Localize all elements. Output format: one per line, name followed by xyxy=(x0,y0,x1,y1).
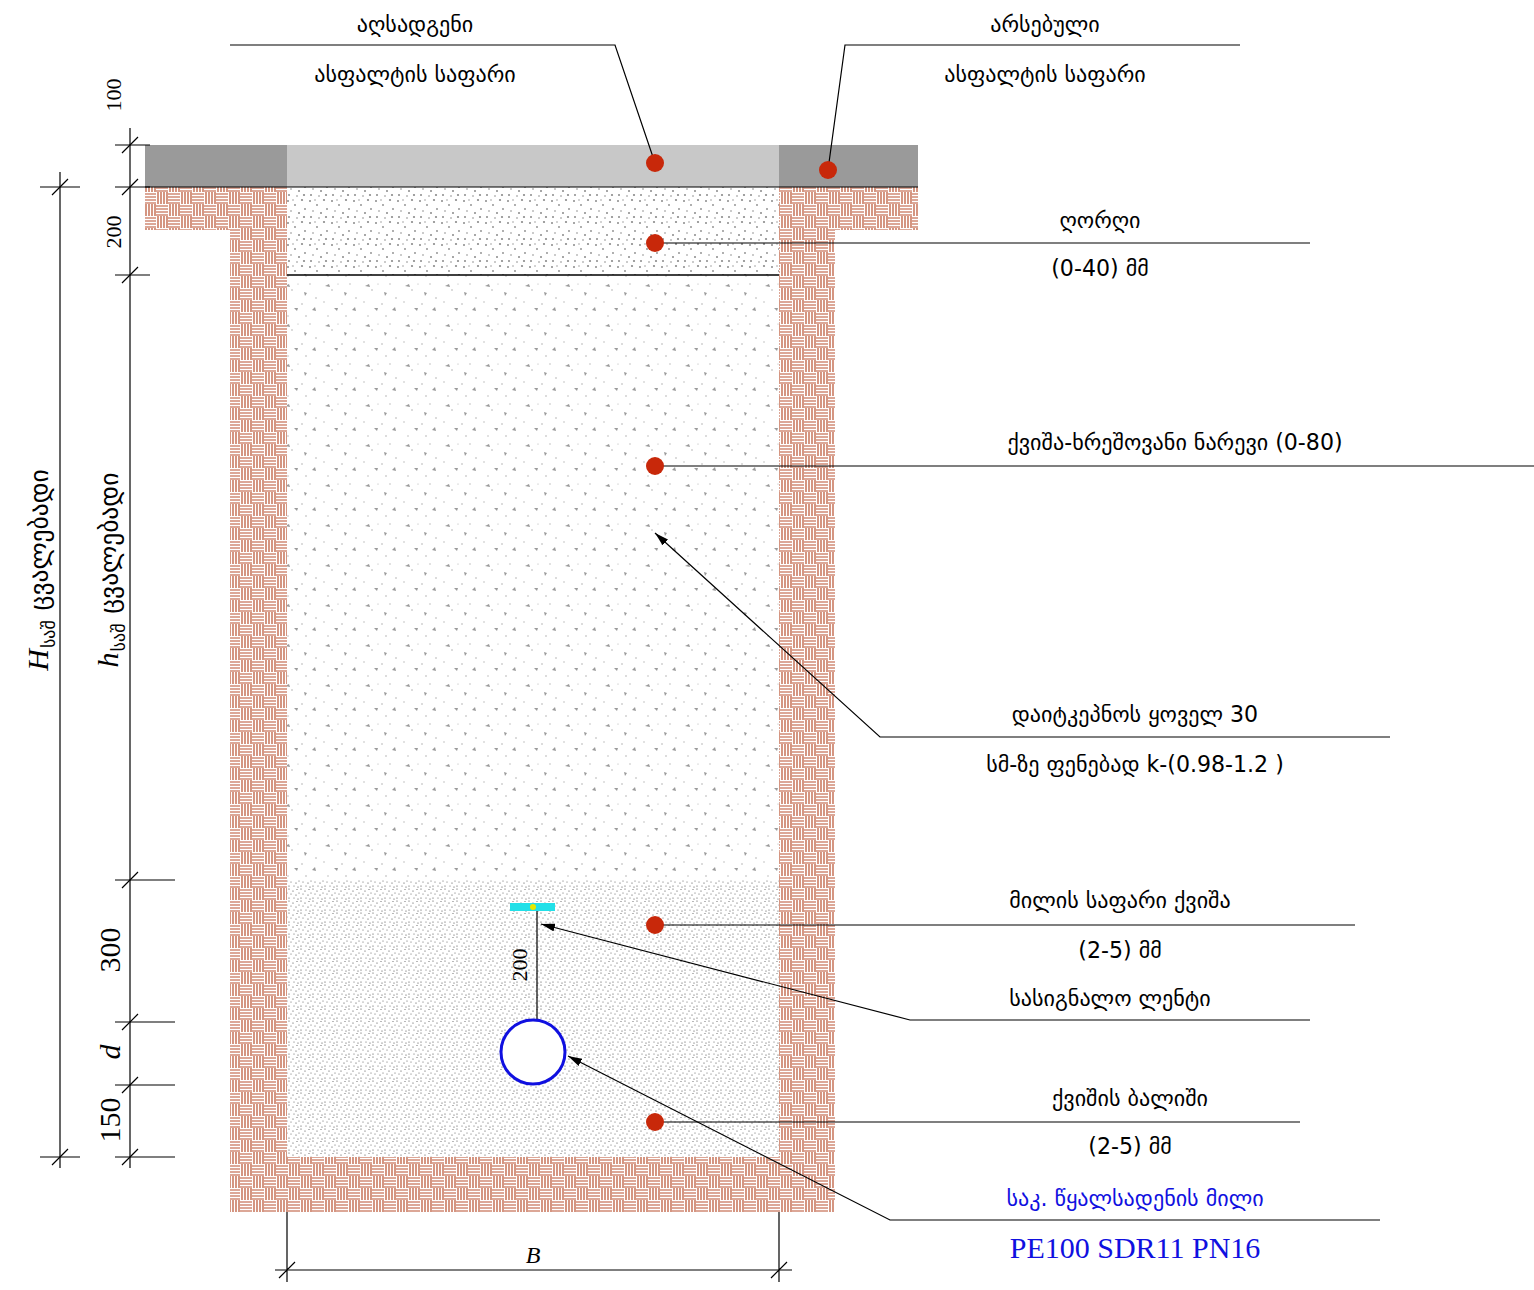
new-asphalt xyxy=(287,145,779,187)
dimension: 200 xyxy=(101,216,126,249)
callout-text: (2-5) მმ xyxy=(1078,935,1161,965)
pipe-spec: PE100 SDR11 PN16 xyxy=(1010,1231,1261,1264)
dimension: საშ xyxy=(108,624,129,652)
sand-bed xyxy=(287,880,779,1157)
callout-dots xyxy=(646,154,837,1131)
callout-text: ქვიშის ბალიში xyxy=(1052,1083,1208,1113)
signal-tape xyxy=(510,903,555,911)
dimension: H xyxy=(21,649,54,671)
callout-text: ასფალტის საფარი xyxy=(944,59,1145,89)
dimension: 150 xyxy=(93,1098,126,1143)
crushed-stone xyxy=(287,187,779,275)
dimension: 100 xyxy=(101,79,126,112)
existing-asphalt xyxy=(145,145,287,187)
dimension: ცვალებადი xyxy=(24,469,54,610)
pipe-spec: PE100 SDR11 PN16 xyxy=(1010,1231,1261,1266)
callout-text: ასფალტის საფარი xyxy=(944,61,1145,87)
sand-gravel xyxy=(287,275,779,880)
callout-text: ქვიშა-ხრეშოვანი ნარევი (0-80) xyxy=(1007,427,1342,457)
dimension: 200 xyxy=(507,949,532,982)
dimension: d xyxy=(93,1045,128,1060)
dimension: 300 xyxy=(93,928,128,973)
soil-hatch xyxy=(145,187,918,1212)
callout-text: ასფალტის საფარი xyxy=(314,61,515,87)
callout-text: ასფალტის საფარი xyxy=(314,59,515,89)
existing-asphalt xyxy=(779,145,918,187)
dimension: h xyxy=(91,652,124,667)
callout-text: სმ-ზე ფენებად k-(0.98-1.2 ) xyxy=(986,749,1284,779)
callout-text: (2-5) მმ xyxy=(1088,1131,1171,1161)
callout-text: ღორღი xyxy=(1059,205,1140,235)
dimension: 200 xyxy=(507,949,532,982)
dimensions xyxy=(40,128,792,1282)
leaders xyxy=(230,45,1534,1220)
callout-text: დაიტკეპნოს ყოველ 30 xyxy=(1012,701,1258,727)
pipe-label: საკ. წყალსადენის მილი xyxy=(1006,1185,1263,1211)
dimension: Hსაშ ცვალებადი xyxy=(21,469,60,670)
dimension: საშ xyxy=(38,620,59,648)
callout-text: მილის საფარი ქვიშა xyxy=(1009,885,1231,915)
dimension: 300 xyxy=(93,928,126,973)
dimension: hსაშ ცვალებადი xyxy=(91,473,130,668)
callout-text: სმ-ზე ფენებად k-(0.98-1.2 ) xyxy=(986,751,1284,777)
callout-text: (2-5) მმ xyxy=(1088,1133,1171,1159)
pipe xyxy=(501,1020,565,1084)
callout-text: არსებული xyxy=(990,9,1100,39)
callout-text: ქვიშის ბალიში xyxy=(1052,1085,1208,1111)
callout-text: სასიგნალო ლენტი xyxy=(1009,983,1210,1013)
tape-offset xyxy=(536,911,537,1020)
callout-text: აღსადგენი xyxy=(357,9,473,39)
callout-text: არსებული xyxy=(990,11,1100,37)
dimension: B xyxy=(526,1242,541,1268)
callout-text: ღორღი xyxy=(1059,207,1140,233)
callout-text: (2-5) მმ xyxy=(1078,937,1161,963)
callout-text: სასიგნალო ლენტი xyxy=(1009,985,1210,1011)
callout-text: მილის საფარი ქვიშა xyxy=(1009,887,1231,913)
dimension: 150 xyxy=(93,1098,128,1143)
callout-text: აღსადგენი xyxy=(357,11,473,37)
dimension: ცვალებადი xyxy=(94,473,124,614)
dimension: B xyxy=(526,1242,541,1270)
callout-text: (0-40) მმ xyxy=(1051,255,1149,281)
dimension: d xyxy=(93,1045,126,1060)
dimension: 200 xyxy=(101,216,126,249)
callout-text: დაიტკეპნოს ყოველ 30 xyxy=(1012,699,1258,729)
dimension: 100 xyxy=(101,79,126,112)
pipe-label: საკ. წყალსადენის მილი xyxy=(1006,1183,1263,1213)
callout-text: ქვიშა-ხრეშოვანი ნარევი (0-80) xyxy=(1007,429,1342,455)
callout-text: (0-40) მმ xyxy=(1051,253,1149,283)
